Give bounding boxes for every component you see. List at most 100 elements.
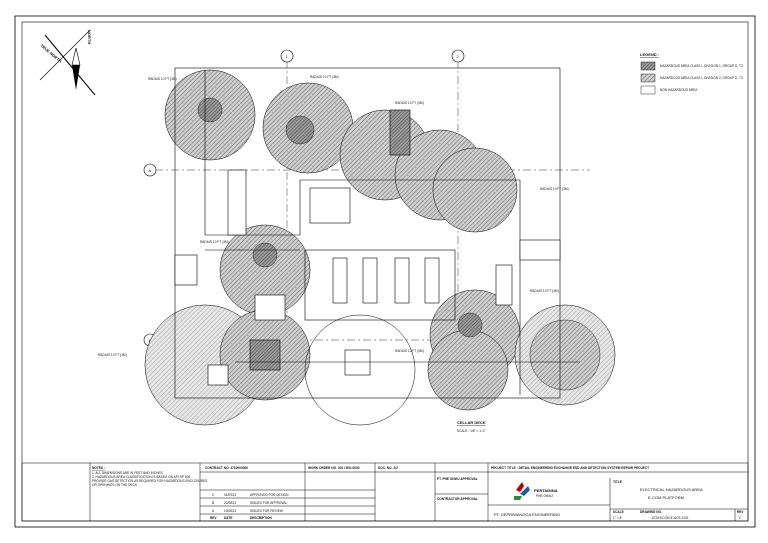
grid-label-1: 1 [286,54,289,59]
note-line: 1. ALL DIMENSIONS ARE IN FEET AND INCHES… [92,471,164,475]
deck-boundary [174,67,561,399]
company-sub: PHE ONWJ [536,494,553,498]
equipment [207,364,229,386]
legend-item-nonhaz: NON HAZARDOUS AREA [660,88,698,92]
rev-row-desc: ISSUED FOR APPROVAL [250,501,287,505]
equipment [495,264,513,306]
sheet-border-inner [21,21,749,522]
tank [249,339,281,371]
equipment [174,254,198,286]
equipment [389,109,411,156]
grid-bubble-a [143,163,157,177]
switchgear-room [304,249,456,321]
scale-label: SCALE [613,510,624,514]
radius-label: RADIUS 10 FT (3M) [395,101,424,105]
deck-inner-outline [204,70,521,395]
legend-swatch-nonhaz [640,85,656,95]
contractor-approval: CONTRACTOR APPROVAL [437,497,478,501]
pertamina-logo-mark-3 [514,496,522,500]
radius-callouts: RADIUS 10 FT (3M) RADIUS 10 FT (3M) RADI… [98,75,569,357]
grid-bubble-2 [451,49,465,63]
radius-label: RADIUS 10 FT (3M) [395,349,424,353]
north-arrow-head [72,65,80,90]
rev-row-rev: B [212,501,214,505]
legend-title: LEGEND : [640,52,659,57]
legend-swatch-div2 [640,73,656,83]
note-line: PROVIDE GAS DETECTION AS REQUIRED FOR HA… [92,479,207,483]
control-box [309,187,351,224]
sheet-border-outer [14,15,756,528]
radius-label: RADIUS 10 FT (3M) [200,240,229,244]
grid-label-a: A [149,168,152,173]
rev-row-rev: C [212,493,215,497]
hazard-zone-inner [529,319,601,391]
radius-label: RADIUS 10 FT (3M) [148,77,177,81]
hazard-zone-source [457,312,483,338]
vessel [227,169,247,236]
enclosure [254,294,286,321]
panel [424,257,440,304]
drawing-no-label: DRAWING NO. [640,510,662,514]
plan-scale: SCALE : 1/8" = 1'-0" [457,429,486,433]
drawing-title-1: ELECTRICAL HAZARDOUS AREA [640,487,703,492]
title-label: TITLE [613,480,622,484]
rev-label: REV [737,510,744,514]
rev-value: C [739,516,742,520]
rev-row-desc: ISSUED FOR REVIEW [250,509,283,513]
title-block [21,462,749,522]
equipment [344,349,371,376]
north-label: NORTH [87,30,92,44]
hazard-zone-source [252,242,278,268]
title-block-text: NOTES : 1. ALL DIMENSIONS ARE IN FEET AN… [92,466,744,520]
radius-label: RADIUS 10 FT (3M) [310,75,339,79]
north-arrow-axis [44,34,96,96]
pt-approval: PT. PHE ONWJ APPROVAL [437,477,478,481]
rev-row-date: DATE [224,516,232,520]
rev-row-date: 22/08/21 [224,501,237,505]
panel [394,257,410,304]
legend-item-div1: HAZARDOUS AREA CLASS I, DIVISION 1, GROU… [660,64,743,68]
notes-title: NOTES : [92,466,105,470]
rev-row-date: 01/09/21 [224,493,237,497]
radius-label: RADIUS 10 FT (3M) [530,289,559,293]
rev-row-desc: DESCRIPTION [250,516,272,520]
panel [362,257,378,304]
legend: LEGEND : HAZARDOUS AREA CLASS I, DIVISIO… [640,52,743,95]
hazard-zone-outline [304,314,416,426]
deck-outline [174,67,580,399]
north-arrow-axis-2 [39,29,91,81]
pertamina-logo: PERTAMINA PHE ONWJ [514,482,558,500]
rev-row-rev: REV [210,516,217,520]
legend-swatch-div1 [640,61,656,71]
rev-row-desc: APPROVED FOR DESIGN [250,493,289,497]
pertamina-logo-mark-2 [520,486,530,496]
pertamina-logo-mark [516,482,524,492]
project-title: PROJECT TITLE : DETAIL ENGINEERING EXCHA… [491,466,649,470]
contractor-name: PT. DEPRIWANGGA ENGINEERING [494,512,560,517]
equipment [519,239,561,261]
contract-no: CONTRACT NO. 4710000000 [205,466,248,470]
note-line: 2. HAZARDOUS AREA CLASSIFICATION IS BASE… [92,475,191,479]
panel [332,257,348,304]
hazard-zone [432,147,518,233]
grid-bubble-1 [280,49,294,63]
scale-value: 1" = 8' [613,516,622,520]
title-block-frame [21,462,749,522]
radius-label: RADIUS 10 FT (3M) [98,353,127,357]
drawing-no: ECM-ECOM-E-ACS-2101 [652,516,689,520]
hazard-zone-source [285,115,315,145]
company-name: PERTAMINA [534,488,558,493]
rev-row-date: 10/08/21 [224,509,237,513]
hazard-zone-source [197,97,223,123]
rev-row-rev: A [212,509,215,513]
radius-label: RADIUS 10 FT (3M) [540,187,569,191]
work-order-no: WORK ORDER NO. 001 / WO-0000 [308,466,360,470]
plan-title: CELLAR DECK [457,420,486,425]
drawing-title-2: E-COM PLATFORM [648,495,684,500]
north-arrow-tail [71,47,81,66]
doc-no: DOC. NO. 2/2 [378,466,398,470]
note-line: OR OPENINGS ON THE DECK. [92,483,138,487]
grid-label-2: 2 [457,54,460,59]
legend-item-div2: HAZARDOUS AREA CLASS I, DIVISION 2, GROU… [660,76,743,80]
